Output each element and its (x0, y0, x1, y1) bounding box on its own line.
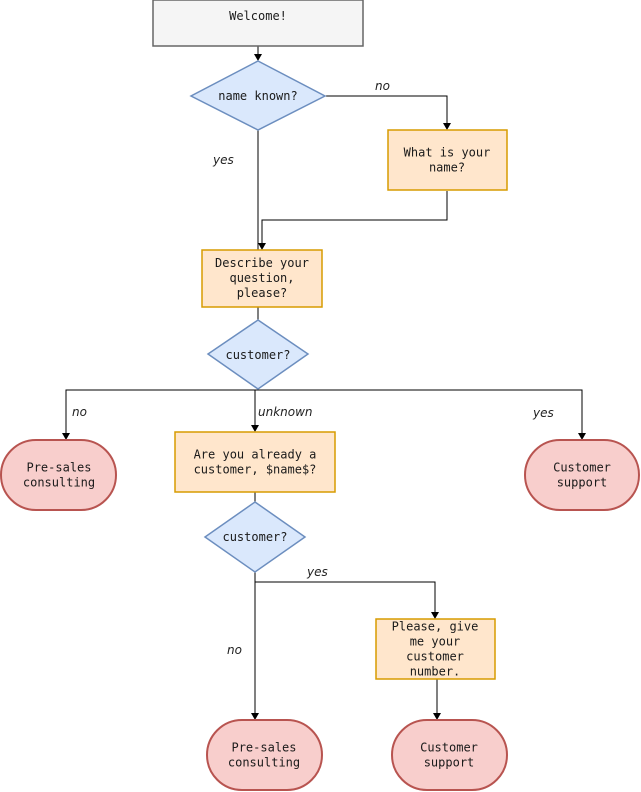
text-line: name? (429, 160, 465, 174)
edge-name-known-no (325, 95, 448, 124)
node-texts: Welcome! name known? customer? customer? Wha… (23, 9, 611, 770)
name-known-decision (189, 60, 327, 131)
text-line: Please, give (392, 619, 479, 633)
customer-q2-label: customer? (222, 530, 287, 544)
customer-decision-1 (206, 319, 310, 390)
edge-label-customer1-no: no (72, 405, 87, 419)
arrowhead (251, 713, 259, 720)
edge-label-customer2-yes: yes (306, 565, 328, 579)
arrowhead (258, 243, 266, 250)
text-line: consulting (228, 755, 300, 769)
text-line: question, (229, 271, 294, 285)
edge-customer2-yes (255, 581, 436, 613)
text-line: Customer (420, 740, 478, 754)
customer-decision-2 (203, 501, 307, 573)
text-line: customer (406, 649, 464, 663)
edge-label-customer1-unknown: unknown (258, 405, 313, 419)
text-line: customer? (222, 530, 287, 544)
arrowhead (443, 123, 451, 130)
arrowhead (62, 433, 70, 440)
text-line: support (424, 755, 475, 769)
text-line: please? (237, 286, 288, 300)
arrowhead (433, 713, 441, 720)
text-line: Pre-sales (26, 460, 91, 474)
edge-labels: no yes no unknown yes yes no (72, 79, 554, 657)
edge-customer1-yes (258, 389, 583, 434)
edge-label-name-known-yes: yes (212, 153, 234, 167)
edge-label-customer1-yes: yes (532, 406, 554, 420)
edge-ask-name-to-describe (261, 191, 448, 244)
text-line: number. (410, 664, 461, 678)
text-line: Describe your (215, 256, 309, 270)
support-terminal-1 (524, 439, 640, 511)
text-line: Customer (553, 460, 611, 474)
welcome-box (152, 0, 364, 47)
text-line: consulting (23, 475, 95, 489)
arrowhead (431, 612, 439, 619)
presales-terminal-2 (206, 719, 323, 791)
describe-question-box (201, 249, 323, 308)
presales-terminal-1 (0, 439, 117, 511)
ask-name-box (387, 129, 508, 191)
text-line: What is your (404, 145, 491, 159)
name-known-label: name known? (218, 89, 297, 103)
text-line: support (557, 475, 608, 489)
arrowhead (254, 54, 262, 61)
text-line: me your (410, 634, 461, 648)
text-line: name known? (218, 89, 297, 103)
text-line: customer, $name$? (194, 462, 317, 476)
edge-label-customer2-no: no (227, 643, 242, 657)
arrowhead (578, 433, 586, 440)
text-line: Are you already a (194, 447, 317, 461)
welcome-label: Welcome! (229, 9, 287, 23)
arrowhead (251, 425, 259, 432)
already-customer-box (174, 431, 336, 493)
support-terminal-2 (391, 719, 508, 791)
ask-number-box (375, 618, 496, 680)
text-line: Welcome! (229, 9, 287, 23)
edge-customer1-no (65, 389, 258, 434)
text-line: customer? (225, 348, 290, 362)
edges (62, 46, 586, 720)
customer-q1-label: customer? (225, 348, 290, 362)
text-line: Pre-sales (231, 740, 296, 754)
edge-label-name-known-no: no (375, 79, 390, 93)
